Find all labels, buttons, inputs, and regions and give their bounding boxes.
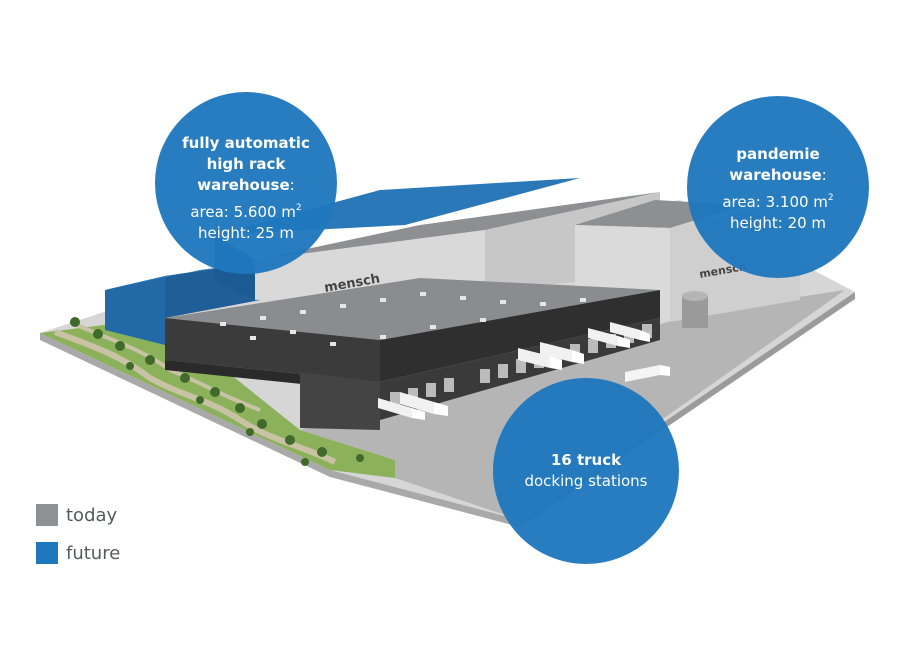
legend-item-future: future (36, 541, 120, 565)
silo (682, 296, 708, 328)
silo-top (682, 291, 708, 301)
logistics-hall-roof (165, 278, 660, 340)
pandemie-height: height: 20 m (729, 214, 827, 232)
pandemie-title-line-1: pandemie (736, 145, 820, 163)
logistics-hall-front-wall (165, 318, 380, 382)
trees (70, 317, 364, 466)
highrack-callout: fully automatic high rack warehouse: are… (155, 92, 337, 274)
highrack-height: height: 25 m (197, 223, 295, 242)
logistics-hall-lower (300, 372, 380, 430)
pandemie-callout: pandemie warehouse: area: 3.100 m2 heigh… (687, 96, 869, 278)
skylights (220, 292, 586, 346)
docking-callout: 16 truck docking stations (493, 378, 679, 564)
docking-subtitle: docking stations (524, 472, 648, 490)
pandemie-title-line-2: warehouse (729, 166, 822, 184)
trucks (378, 322, 670, 420)
truck (518, 348, 562, 370)
truck (400, 392, 448, 416)
green-area (40, 318, 395, 478)
legend-item-today: today (36, 503, 120, 527)
highrack-title-line-2: high rack (206, 154, 286, 173)
legend: today future (36, 503, 120, 579)
legend-swatch-today (36, 504, 58, 526)
future-building-front (105, 276, 165, 345)
ground-plot-edge (40, 333, 520, 527)
highrack-title-line-3: warehouse (197, 175, 290, 194)
legend-label-future: future (66, 542, 121, 564)
truck (610, 322, 650, 342)
logistics-hall-dock-wall (380, 290, 660, 382)
truck (625, 365, 670, 382)
legend-label-today: today (66, 504, 118, 526)
truck (378, 398, 425, 420)
truck (540, 342, 584, 364)
highrack-area: area: 5.600 m (190, 202, 296, 221)
truck (588, 328, 630, 348)
legend-swatch-future (36, 542, 58, 564)
highrack-title-line-1: fully automatic (182, 133, 310, 152)
highrack-roof (255, 192, 660, 260)
pandemie-area: area: 3.100 m (722, 193, 828, 211)
docking-title: 16 truck (550, 451, 622, 469)
